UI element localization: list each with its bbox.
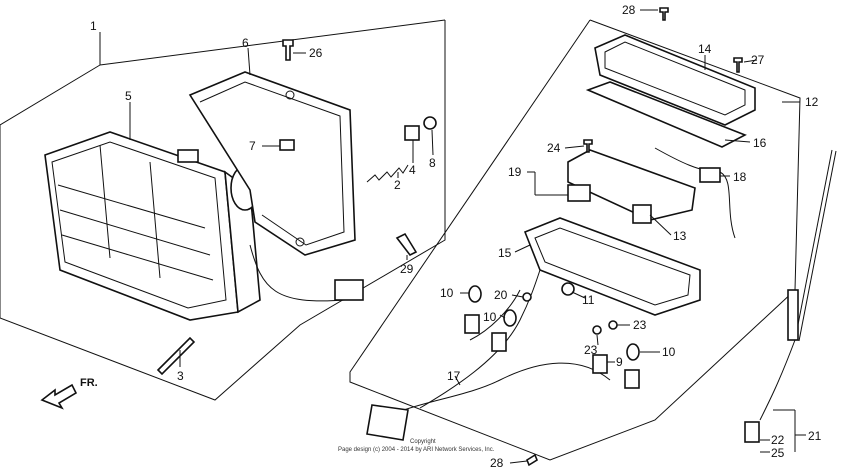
callout-5: 5	[125, 89, 132, 103]
headlight-case	[188, 71, 356, 256]
meter-panel	[585, 81, 747, 148]
assembly-frame-right	[349, 19, 801, 461]
callout-3: 3	[177, 369, 184, 383]
part-11-grommet	[561, 282, 575, 296]
callout-25: 25	[771, 446, 785, 460]
callout-13: 13	[673, 229, 687, 243]
part-2-spring	[366, 164, 409, 183]
part-28-screw-bottom	[526, 453, 538, 467]
headlight-lens	[44, 131, 239, 321]
part-7-nut	[279, 139, 295, 151]
meter-grommet	[567, 184, 591, 202]
callout-21: 21	[808, 429, 822, 443]
bulb-socket-a	[464, 314, 480, 334]
bulb-socket-c	[592, 354, 608, 374]
callout-10a: 10	[440, 286, 454, 300]
assembly-frame-top	[99, 19, 446, 66]
part-23-screw-b	[592, 325, 602, 335]
callout-18: 18	[733, 170, 747, 184]
callouts: 1 2 3 4 5 6 7 8 9 10 10 10 11 12 13 14 1…	[90, 3, 822, 470]
part-23-screw-a	[608, 320, 618, 330]
callout-9: 9	[616, 355, 623, 369]
meter-cover	[594, 34, 756, 126]
direction-arrow-icon	[40, 383, 78, 410]
meter-socket	[632, 204, 652, 224]
callout-17: 17	[447, 369, 461, 383]
direction-label: FR.	[80, 377, 98, 389]
meter-plate	[567, 149, 696, 221]
callout-7: 7	[249, 139, 256, 153]
speedometer-cable	[744, 149, 837, 443]
callout-6: 6	[242, 36, 249, 50]
callout-11: 11	[582, 293, 595, 307]
bulb-b	[503, 309, 517, 327]
part-27-screw	[733, 57, 743, 73]
callout-15: 15	[498, 246, 512, 260]
callout-2: 2	[394, 178, 401, 192]
part-28-screw-top	[659, 7, 669, 21]
callout-10b: 10	[483, 310, 497, 324]
headlight-wire	[249, 244, 364, 302]
bulb-socket-b	[491, 332, 507, 352]
callout-23a: 23	[633, 318, 647, 332]
callout-28a: 28	[622, 3, 636, 17]
callout-12: 12	[805, 95, 819, 109]
callout-1: 1	[90, 19, 97, 33]
copyright-title: Copyright	[410, 439, 436, 445]
part-26-bolt	[282, 39, 294, 61]
headlight-assembly-group: FR.	[0, 19, 446, 410]
callout-10c: 10	[662, 345, 676, 359]
part-29-bolt	[395, 232, 418, 257]
sensor-body	[699, 167, 721, 183]
callout-29: 29	[400, 262, 414, 276]
meter-assembly-group	[349, 7, 837, 467]
bulb-socket-d	[624, 369, 640, 389]
callout-24: 24	[547, 141, 561, 155]
bulb-a	[468, 285, 482, 303]
harness-main	[397, 362, 611, 413]
callout-20: 20	[494, 288, 508, 302]
callout-26: 26	[309, 46, 323, 60]
callout-22: 22	[771, 433, 785, 447]
bulb-c	[626, 343, 640, 361]
part-8-grommet	[423, 116, 437, 130]
part-4-nut	[404, 125, 420, 141]
callout-14: 14	[698, 42, 712, 56]
part-20-screw	[522, 292, 532, 302]
callout-4: 4	[409, 163, 416, 177]
part-24-screw	[583, 139, 593, 153]
copyright-line: Page design (c) 2004 - 2014 by ARI Netwo…	[338, 447, 495, 453]
callout-23b: 23	[584, 343, 598, 357]
callout-28b: 28	[490, 456, 504, 470]
assembly-frame-left	[0, 20, 446, 401]
part-3-screw	[156, 336, 196, 376]
callout-27: 27	[751, 53, 765, 67]
callout-16: 16	[753, 136, 767, 150]
callout-8: 8	[429, 156, 436, 170]
callout-19: 19	[508, 165, 522, 179]
harness-connector	[366, 404, 409, 441]
